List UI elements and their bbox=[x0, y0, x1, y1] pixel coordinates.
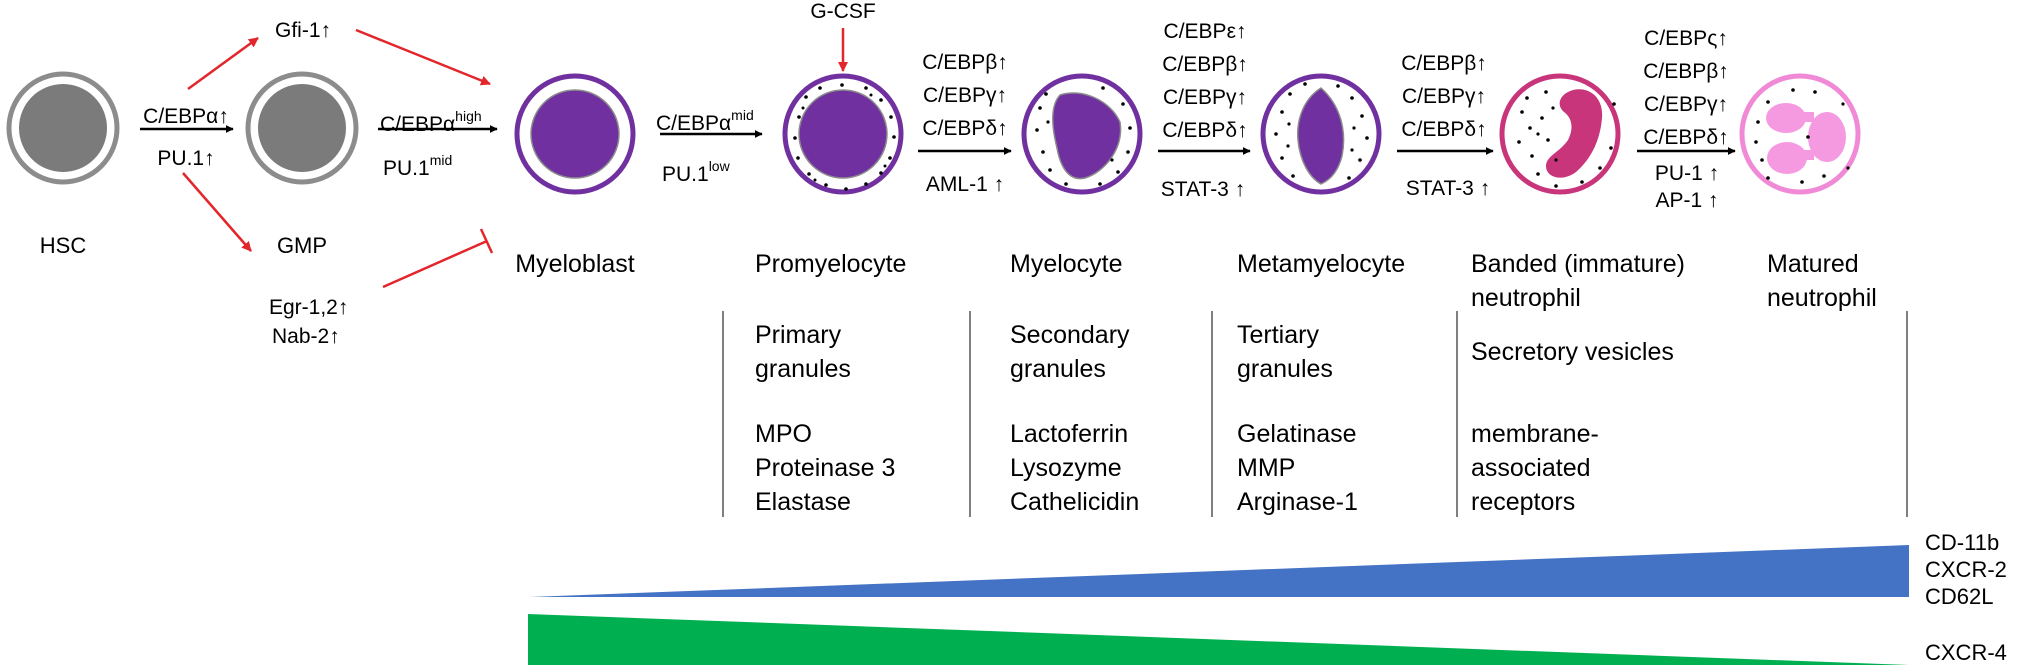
marker-cxcr2: CXCR-2 bbox=[1925, 557, 2007, 582]
band-mat-bottom-2: AP-1 ↑ bbox=[1655, 189, 1718, 212]
myeloblast-nucleus bbox=[530, 89, 620, 179]
secondary-content-3: Cathelicidin bbox=[1010, 488, 1139, 516]
band-mat-tf-1: C/EBPς↑ bbox=[1644, 27, 1728, 50]
gcsf-label: G-CSF bbox=[810, 0, 875, 23]
secretory-content-2: associated bbox=[1471, 454, 1591, 482]
gmp-nucleus bbox=[258, 84, 346, 172]
hsc-gmp-bottom: PU.1↑ bbox=[157, 147, 214, 170]
banded-neutrophil-cell bbox=[1499, 73, 1621, 195]
egr-label: Egr-1,2↑ bbox=[269, 296, 348, 319]
matured-label-1: Matured bbox=[1767, 250, 1859, 278]
inhibit-egr-myeloblast bbox=[382, 239, 488, 289]
regulatory-red-arrows bbox=[182, 28, 848, 289]
primary-granules-2: granules bbox=[755, 355, 851, 383]
meta-band-bottom: STAT-3 ↑ bbox=[1406, 177, 1490, 200]
gmp-mb-bottom: PU.1mid bbox=[383, 152, 452, 180]
secondary-content-2: Lysozyme bbox=[1010, 454, 1122, 482]
band-mat-tf-4: C/EBPδ↑ bbox=[1643, 126, 1728, 149]
metamyelocyte-nucleus bbox=[1297, 87, 1345, 185]
my-meta-tf-4: C/EBPδ↑ bbox=[1162, 119, 1247, 142]
banded-nucleus bbox=[1546, 89, 1603, 178]
progression-arrows bbox=[140, 125, 1736, 155]
falling-marker-wedge bbox=[528, 614, 1909, 665]
pro-my-tf-3: C/EBPδ↑ bbox=[922, 117, 1007, 140]
arrow-hsc-egr bbox=[182, 172, 252, 252]
meta-band-tf-2: C/EBPγ↑ bbox=[1402, 85, 1486, 108]
primary-granule-dots bbox=[793, 83, 896, 191]
hsc-label: HSC bbox=[40, 233, 87, 258]
my-meta-bottom: STAT-3 ↑ bbox=[1161, 178, 1245, 201]
banded-label-1: Banded (immature) bbox=[1471, 250, 1685, 278]
rising-marker-wedge bbox=[530, 545, 1909, 597]
primary-content-3: Elastase bbox=[755, 488, 851, 516]
band-mat-tf-2: C/EBPβ↑ bbox=[1643, 60, 1729, 83]
meta-band-tf-1: C/EBPβ↑ bbox=[1401, 52, 1487, 75]
tertiary-content-1: Gelatinase bbox=[1237, 420, 1357, 448]
secretory-vesicles: Secretory vesicles bbox=[1471, 338, 1674, 366]
secondary-granules-1: Secondary bbox=[1010, 321, 1130, 349]
matured-label-2: neutrophil bbox=[1767, 284, 1877, 312]
meta-band-tf-3: C/EBPδ↑ bbox=[1401, 118, 1486, 141]
myeloblast-label: Myeloblast bbox=[515, 250, 635, 278]
metamyelocyte-cell bbox=[1260, 73, 1382, 195]
secretory-content-3: receptors bbox=[1471, 488, 1575, 516]
secondary-granule-dots bbox=[1035, 86, 1132, 186]
my-meta-tf-2: C/EBPβ↑ bbox=[1162, 53, 1248, 76]
primary-content-2: Proteinase 3 bbox=[755, 454, 895, 482]
marker-cxcr4: CXCR-4 bbox=[1925, 640, 2007, 665]
arrow-hsc-gfi1 bbox=[187, 36, 259, 91]
banded-label-2: neutrophil bbox=[1471, 284, 1581, 312]
band-mat-tf-3: C/EBPγ↑ bbox=[1644, 93, 1728, 116]
promyelocyte-label: Promyelocyte bbox=[755, 250, 906, 278]
arrow-gfi1-myeloblast bbox=[355, 28, 491, 86]
my-meta-tf-1: C/EBPε↑ bbox=[1164, 20, 1247, 43]
mb-pro-top: C/EBPαmid bbox=[656, 107, 754, 135]
secondary-granules-2: granules bbox=[1010, 355, 1106, 383]
gfi1-label: Gfi-1↑ bbox=[275, 19, 331, 42]
pro-my-tf-2: C/EBPγ↑ bbox=[923, 84, 1007, 107]
segmented-nucleus bbox=[1766, 103, 1846, 174]
pro-my-bottom: AML-1 ↑ bbox=[926, 173, 1004, 196]
tertiary-granules-2: granules bbox=[1237, 355, 1333, 383]
gmp-mb-top: C/EBPαhigh bbox=[380, 108, 482, 136]
pro-my-tf-1: C/EBPβ↑ bbox=[922, 51, 1008, 74]
hsc-gmp-top: C/EBPα↑ bbox=[143, 105, 229, 128]
secondary-content-1: Lactoferrin bbox=[1010, 420, 1128, 448]
column-dividers bbox=[722, 311, 1908, 517]
band-mat-bottom-1: PU-1 ↑ bbox=[1655, 162, 1719, 185]
primary-granules-1: Primary bbox=[755, 321, 842, 349]
promyelocyte-cell bbox=[782, 73, 904, 195]
metamyelocyte-label: Metamyelocyte bbox=[1237, 250, 1405, 278]
tertiary-granules-1: Tertiary bbox=[1237, 321, 1319, 349]
primary-content-1: MPO bbox=[755, 420, 812, 448]
myelocyte-cell bbox=[1021, 73, 1143, 195]
matured-neutrophil-cell bbox=[1739, 73, 1861, 195]
gmp-cell bbox=[245, 71, 359, 185]
myelocyte-nucleus bbox=[1052, 92, 1122, 180]
my-meta-tf-3: C/EBPγ↑ bbox=[1163, 86, 1247, 109]
marker-cd11b: CD-11b bbox=[1925, 530, 1999, 555]
nab2-label: Nab-2↑ bbox=[272, 325, 340, 348]
mb-pro-bottom: PU.1low bbox=[662, 158, 731, 186]
secretory-content-1: membrane- bbox=[1471, 420, 1599, 448]
hsc-cell bbox=[6, 71, 120, 185]
gmp-label: GMP bbox=[277, 233, 327, 258]
tertiary-content-2: MMP bbox=[1237, 454, 1295, 482]
tertiary-content-3: Arginase-1 bbox=[1237, 488, 1358, 516]
matured-granule-dots bbox=[1754, 88, 1850, 184]
myelocyte-label: Myelocyte bbox=[1010, 250, 1123, 278]
tertiary-granule-dots bbox=[1274, 82, 1369, 180]
marker-cd62l: CD62L bbox=[1925, 584, 1993, 609]
myeloblast-cell bbox=[514, 73, 636, 195]
hsc-nucleus bbox=[19, 84, 107, 172]
promyelocyte-nucleus bbox=[798, 89, 888, 179]
inhibit-bar bbox=[479, 228, 494, 254]
secretory-vesicle-dots bbox=[1517, 90, 1616, 188]
